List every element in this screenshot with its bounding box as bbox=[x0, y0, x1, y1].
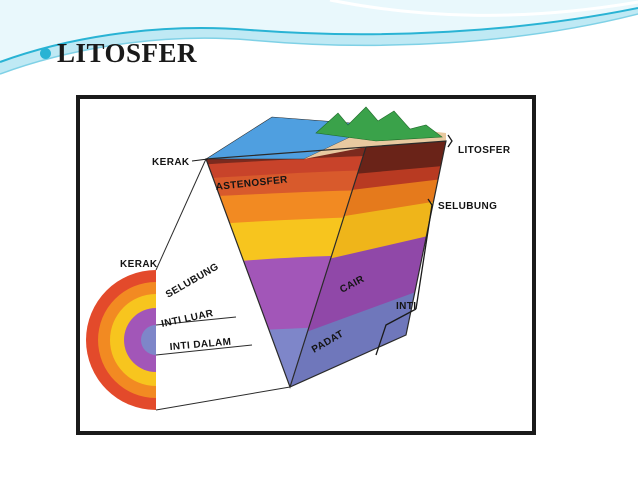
slide-title: LITOSFER bbox=[57, 38, 198, 68]
label-litosfer: LITOSFER bbox=[458, 145, 511, 156]
earth-cross-section bbox=[86, 265, 226, 415]
bullet-icon bbox=[40, 48, 51, 59]
wedge-outline bbox=[205, 140, 447, 389]
label-inti-right: INTI bbox=[396, 301, 417, 312]
connector-lines bbox=[155, 158, 291, 411]
label-inti-dalam: INTI DALAM bbox=[169, 337, 232, 353]
earth-structure-diagram: KERAK ASTENOSFER KERAK SELUBUNG INTI LUA… bbox=[76, 95, 536, 435]
layer-brackets bbox=[375, 134, 453, 356]
title-row: LITOSFER bbox=[40, 38, 197, 69]
mountains bbox=[315, 106, 443, 142]
label-kerak-left: KERAK bbox=[120, 259, 158, 270]
label-kerak-top: KERAK bbox=[152, 157, 190, 168]
label-selubung-right: SELUBUNG bbox=[438, 201, 497, 212]
header-wave-decoration bbox=[0, 0, 638, 75]
